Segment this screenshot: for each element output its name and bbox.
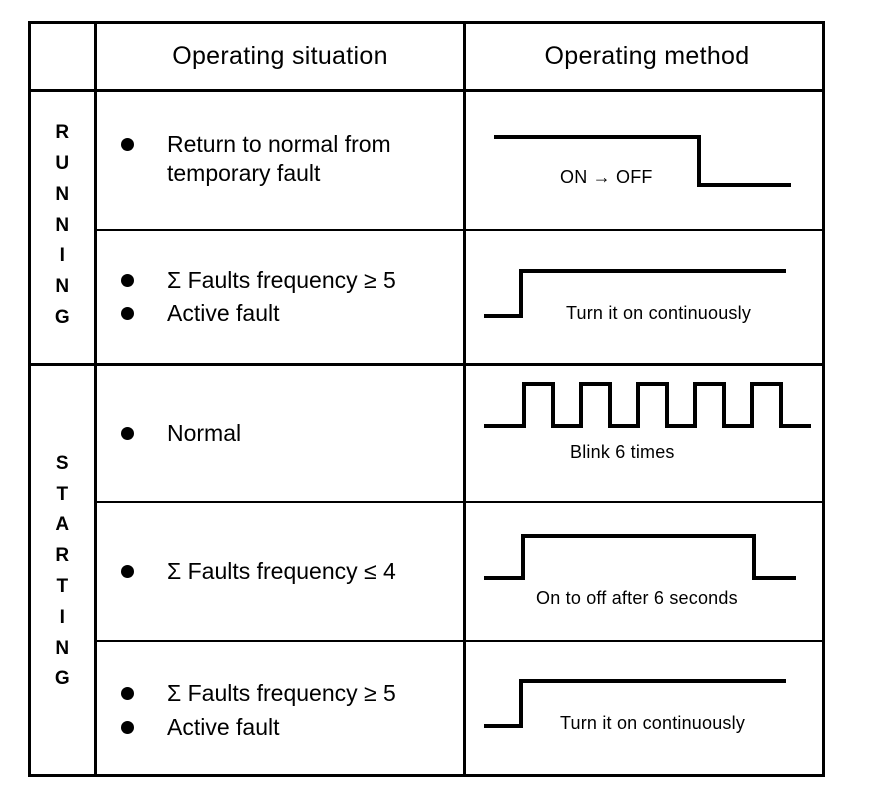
bullet-icon bbox=[121, 720, 134, 734]
list-item: Return to normal from temporary fault bbox=[121, 130, 463, 189]
state-char: N bbox=[55, 637, 70, 659]
situation-cell-row1: Return to normal from temporary fault bbox=[97, 89, 463, 229]
situation-text: Σ Faults frequency ≥ 5 bbox=[167, 266, 396, 293]
list-item: Σ Faults frequency ≥ 5 bbox=[121, 679, 463, 708]
waveform-caption-row5: Turn it on continuously bbox=[560, 713, 746, 733]
list-item: Σ Faults frequency ≤ 4 bbox=[121, 557, 463, 586]
list-item: Σ Faults frequency ≥ 5 bbox=[121, 266, 463, 295]
rule-row1-bottom bbox=[94, 229, 822, 231]
bullet-icon bbox=[121, 273, 134, 287]
bullet-icon bbox=[121, 137, 134, 151]
list-item: Active fault bbox=[121, 299, 463, 328]
state-char: N bbox=[55, 183, 70, 205]
situation-text: Return to normal from temporary fault bbox=[167, 130, 391, 186]
state-char: N bbox=[55, 276, 70, 298]
method-cell-row2: Turn it on continuously bbox=[466, 231, 828, 363]
state-char: A bbox=[55, 514, 70, 536]
method-cell-row4: On to off after 6 seconds bbox=[466, 503, 828, 640]
state-char: T bbox=[56, 483, 69, 505]
state-char: T bbox=[56, 576, 69, 597]
rule-header-bottom bbox=[31, 89, 822, 92]
situation-cell-row5: Σ Faults frequency ≥ 5 Active fault bbox=[97, 643, 463, 778]
bullet-icon bbox=[121, 564, 134, 578]
rule-row3-bottom bbox=[94, 501, 822, 503]
header-operating-method: Operating method bbox=[544, 42, 750, 70]
situation-text: Active fault bbox=[167, 713, 280, 740]
state-label-running: R U N N I N G bbox=[31, 89, 94, 363]
waveform-low-then-high bbox=[484, 679, 786, 728]
waveform-caption-row3: Blink 6 times bbox=[570, 442, 675, 462]
bullet-icon bbox=[121, 307, 134, 320]
waveform-caption-row4: On to off after 6 seconds bbox=[536, 588, 738, 608]
situation-text: Normal bbox=[167, 419, 242, 446]
rule-row4-bottom bbox=[94, 640, 822, 642]
method-cell-row3: Blink 6 times bbox=[466, 366, 828, 501]
waveform-high-then-low bbox=[494, 135, 791, 187]
method-cell-row5: Turn it on continuously bbox=[466, 643, 828, 778]
situation-text: Active fault bbox=[167, 300, 280, 326]
vertical-rule-method-column bbox=[463, 24, 466, 774]
method-cell-row1: ON → OFF bbox=[466, 89, 828, 229]
state-char: N bbox=[55, 214, 70, 236]
list-item: Normal bbox=[121, 419, 463, 448]
waveform-single-wide-pulse bbox=[484, 534, 796, 580]
waveform-pulse-train-6 bbox=[484, 382, 811, 428]
waveform-caption-row2: Turn it on continuously bbox=[566, 303, 752, 323]
state-char: U bbox=[55, 153, 70, 175]
state-char: G bbox=[54, 668, 71, 690]
waveform-low-then-high bbox=[484, 269, 786, 318]
situation-text: Σ Faults frequency ≥ 5 bbox=[167, 680, 396, 707]
state-char: I bbox=[59, 606, 66, 628]
state-char: R bbox=[55, 122, 70, 144]
state-label-starting: S T A R T I N G bbox=[31, 366, 94, 778]
state-char: G bbox=[54, 306, 71, 328]
bullet-icon bbox=[121, 426, 134, 440]
state-char: R bbox=[55, 545, 70, 567]
rule-section-running-starting bbox=[31, 363, 822, 366]
situation-cell-row4: Σ Faults frequency ≤ 4 bbox=[97, 503, 463, 640]
header-operating-situation: Operating situation bbox=[172, 42, 388, 70]
situation-cell-row2: Σ Faults frequency ≥ 5 Active fault bbox=[97, 231, 463, 363]
vertical-rule-state-column bbox=[94, 24, 97, 774]
list-item: Active fault bbox=[121, 713, 463, 742]
state-char: S bbox=[55, 452, 70, 474]
state-char: I bbox=[59, 245, 66, 267]
situation-text: Σ Faults frequency ≤ 4 bbox=[167, 557, 396, 584]
operating-status-table: Operating situation Operating method R U… bbox=[28, 21, 825, 777]
waveform-caption-row1: ON → OFF bbox=[560, 167, 653, 187]
bullet-icon bbox=[121, 687, 134, 701]
situation-cell-row3: Normal bbox=[97, 366, 463, 501]
